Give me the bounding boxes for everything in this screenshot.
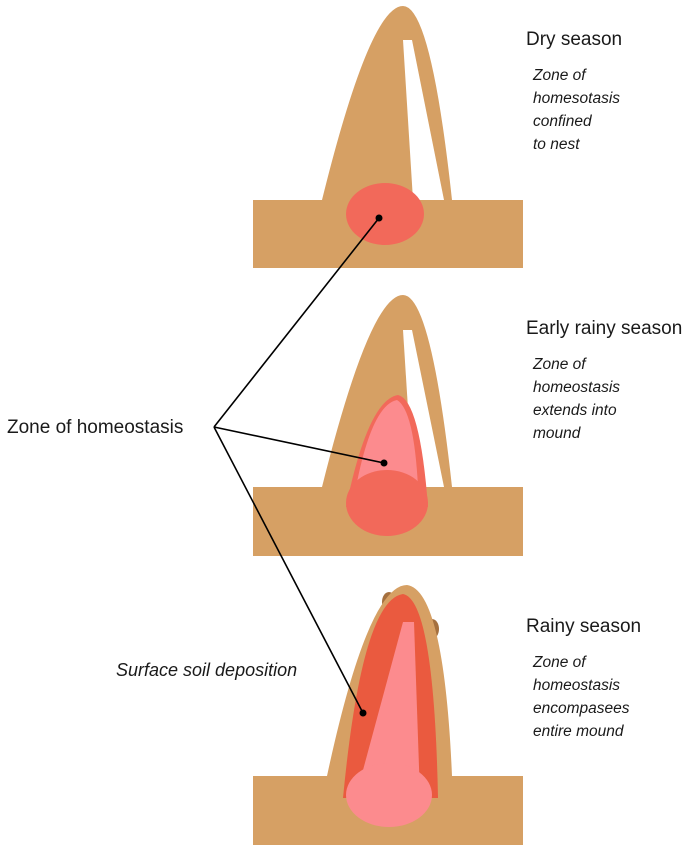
svg-text:Zone of: Zone of <box>532 356 587 373</box>
dry-season-mound <box>253 6 523 268</box>
svg-text:Zone of: Zone of <box>532 67 587 84</box>
rainy-season-mound <box>253 585 523 845</box>
early-rainy-mound <box>253 295 523 556</box>
early-zone-base <box>346 470 428 536</box>
rainy-season-description: Zone of homeostasis encompasees entire m… <box>532 654 630 740</box>
svg-text:homeostasis: homeostasis <box>533 677 620 694</box>
svg-text:entire mound: entire mound <box>533 723 625 740</box>
pointer-dot-rainy <box>360 710 367 717</box>
svg-text:mound: mound <box>533 425 582 442</box>
svg-text:encompasees: encompasees <box>533 700 630 717</box>
rainy-zone-base <box>346 763 432 827</box>
svg-text:to nest: to nest <box>533 136 580 153</box>
early-rainy-title: Early rainy season <box>526 318 682 339</box>
svg-text:homeostasis: homeostasis <box>533 379 620 396</box>
surface-soil-deposition-label: Surface soil deposition <box>116 660 297 680</box>
zone-of-homeostasis-label: Zone of homeostasis <box>7 417 183 438</box>
svg-text:confined: confined <box>533 113 593 130</box>
pointer-dot-dry <box>376 215 383 222</box>
dry-nest-zone <box>346 183 424 245</box>
rainy-season-title: Rainy season <box>526 616 641 637</box>
early-rainy-description: Zone of homeostasis extends into mound <box>532 356 620 442</box>
svg-text:extends into: extends into <box>533 402 617 419</box>
pointer-dot-early <box>381 460 388 467</box>
svg-text:Zone of: Zone of <box>532 654 587 671</box>
dry-season-description: Zone of homesotasis confined to nest <box>532 67 620 153</box>
dry-season-title: Dry season <box>526 29 622 50</box>
svg-text:homesotasis: homesotasis <box>533 90 620 107</box>
